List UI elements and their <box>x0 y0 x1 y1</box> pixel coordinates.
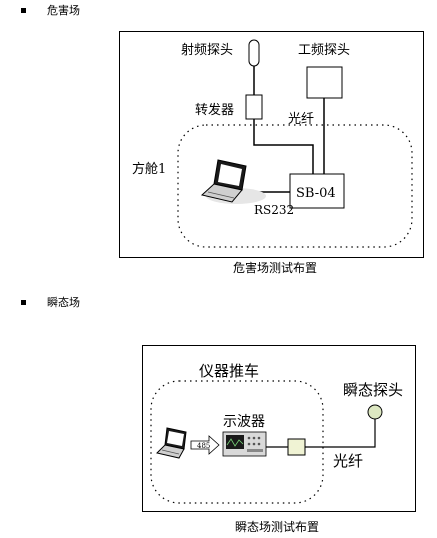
hazard-field-caption: 危害场测试布置 <box>232 261 317 275</box>
fiber-label-2: 光纤 <box>333 452 363 470</box>
cabin-label: 方舱1 <box>132 161 166 177</box>
cart-region <box>150 380 324 504</box>
fiber-line-rf <box>253 119 314 174</box>
transient-probe-label: 瞬态探头 <box>343 381 403 399</box>
section-bullet-2 <box>21 300 26 305</box>
transient-field-diagram: 485 仪器推车 示波器 瞬态探头 光纤 <box>142 345 416 512</box>
section-bullet-1 <box>21 8 26 13</box>
fiber-label-1: 光纤 <box>288 112 314 127</box>
oscilloscope-icon <box>222 431 267 457</box>
serial-485-arrow: 485 <box>190 435 220 455</box>
transponder-label: 转发器 <box>195 102 234 118</box>
fiber-line-to-probe <box>305 419 376 448</box>
rf-probe-icon <box>248 39 260 67</box>
sb04-device-box <box>289 173 345 209</box>
laptop-icon <box>200 159 266 204</box>
power-probe-label: 工频探头 <box>298 43 350 58</box>
serial-485-label: 485 <box>197 442 210 450</box>
cabin-region <box>177 124 413 248</box>
cart-label: 仪器推车 <box>199 362 259 380</box>
transient-field-caption: 瞬态场测试布置 <box>234 520 319 534</box>
section-title-1: 危害场 <box>47 4 80 17</box>
oscilloscope-label: 示波器 <box>223 414 265 430</box>
hazard-field-diagram: SB-04 射频探头 工频探头 转发器 光纤 方舱1 RS232 <box>119 31 424 258</box>
transient-field-svg: 485 仪器推车 示波器 瞬态探头 光纤 <box>150 362 403 504</box>
sb04-label: SB-04 <box>296 186 336 201</box>
rf-probe-label: 射频探头 <box>181 42 233 58</box>
power-probe-box <box>306 66 343 99</box>
rs232-label: RS232 <box>254 203 294 217</box>
fiber-converter-box <box>287 438 306 456</box>
transient-probe-icon <box>367 404 383 420</box>
transponder-box <box>245 94 263 120</box>
laptop-icon-2 <box>156 427 187 459</box>
section-title-2: 瞬态场 <box>47 296 80 309</box>
hazard-field-svg: SB-04 射频探头 工频探头 转发器 光纤 方舱1 RS232 <box>132 39 413 248</box>
